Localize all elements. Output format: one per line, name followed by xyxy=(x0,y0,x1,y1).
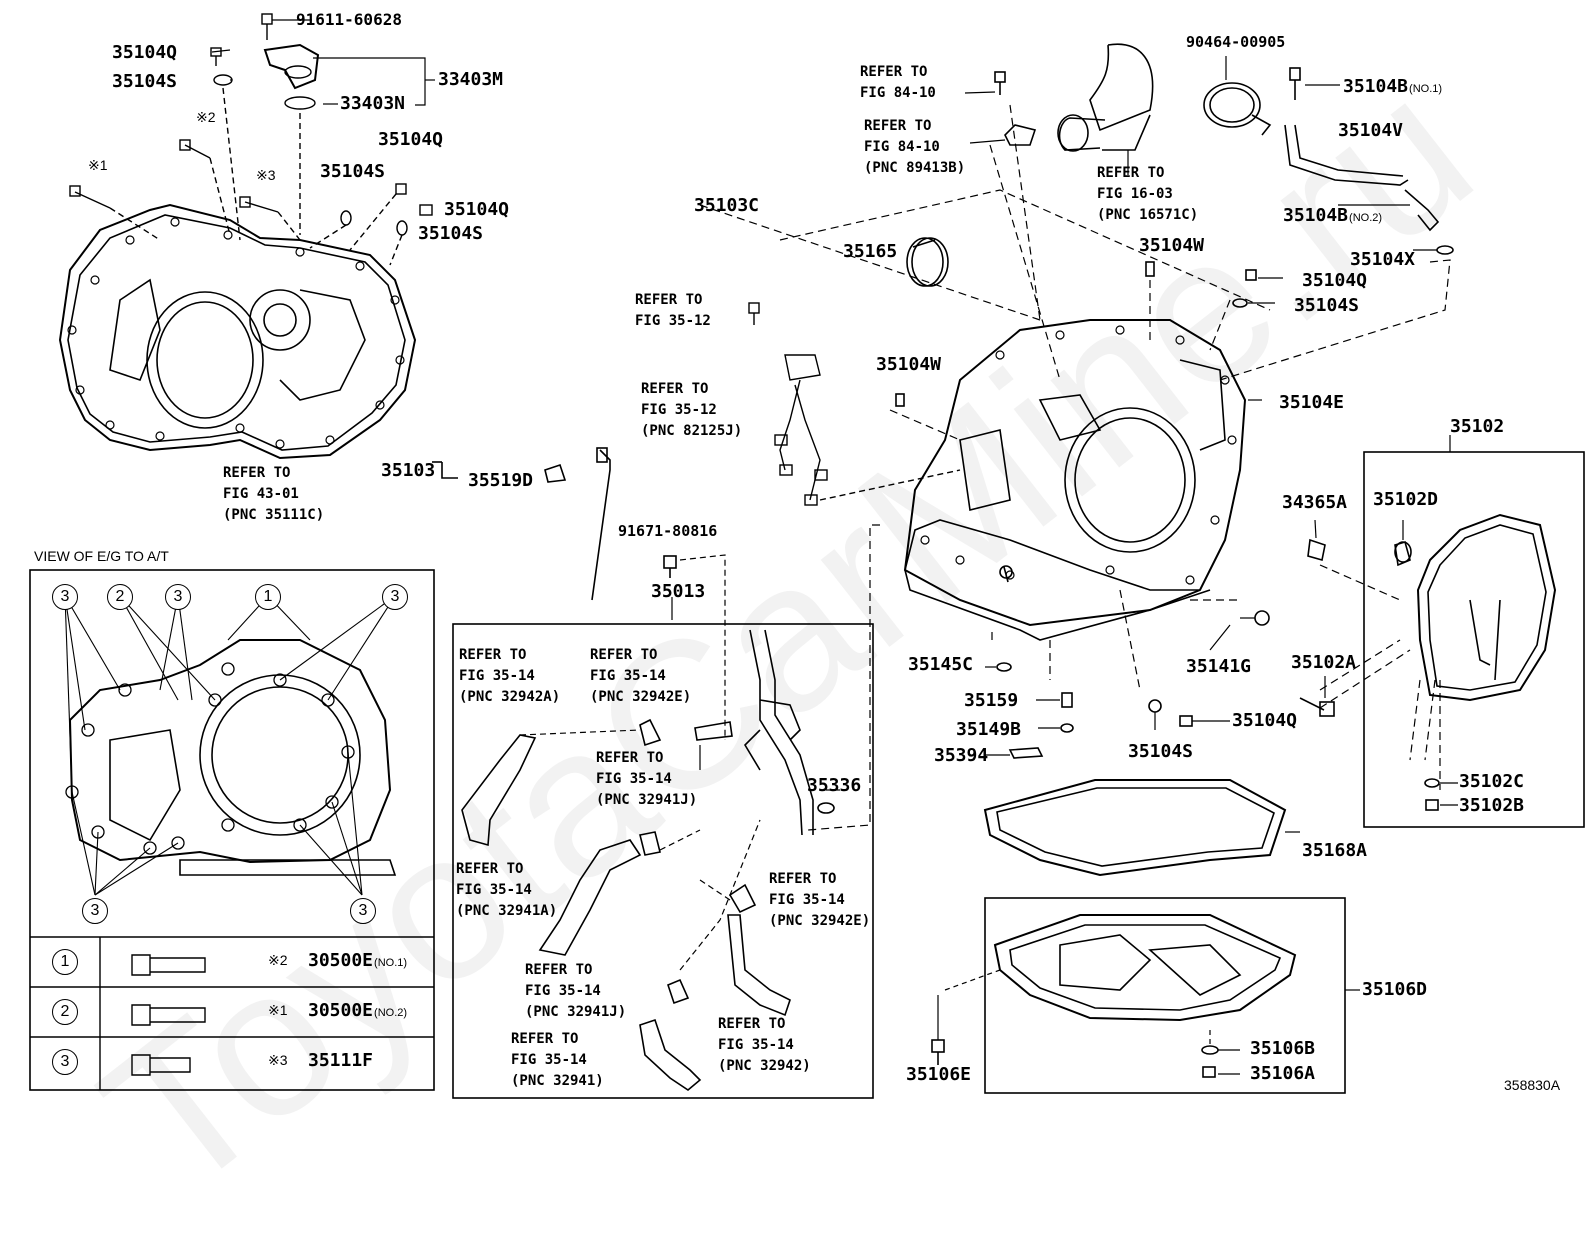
part-35149B[interactable]: 35149B xyxy=(956,719,1022,740)
legend-num: 3 xyxy=(52,1049,78,1075)
view-callout-2: 2 xyxy=(107,584,133,610)
hose-assembly xyxy=(1057,43,1454,255)
part-35102C[interactable]: 35102C xyxy=(1459,771,1525,792)
part-35159[interactable]: 35159 xyxy=(964,690,1019,711)
view-callout-leaders xyxy=(64,595,396,896)
legend-num: 2 xyxy=(52,999,78,1025)
bolts-left-top xyxy=(69,13,433,266)
note-mark-1: ※1 xyxy=(88,157,108,173)
view-callout-3-e: 3 xyxy=(350,898,376,924)
part-35102D[interactable]: 35102D xyxy=(1373,489,1439,510)
part-35102[interactable]: 35102 xyxy=(1450,416,1505,437)
part-35336[interactable]: 35336 xyxy=(807,775,862,796)
part-91671-80816[interactable]: 91671-80816 xyxy=(618,522,718,540)
parts-diagram-artwork xyxy=(29,13,1585,1099)
part-33403N[interactable]: 33403N xyxy=(340,93,406,114)
diagram-code: 358830A xyxy=(1504,1077,1561,1093)
part-35103C[interactable]: 35103C xyxy=(694,195,760,216)
view-callout-3-d: 3 xyxy=(82,898,108,924)
legend-part[interactable]: 30500E(NO.2) xyxy=(308,1000,408,1021)
oil-pan xyxy=(993,914,1360,1022)
view-callout-3-c: 3 xyxy=(382,584,408,610)
part-35104V[interactable]: 35104V xyxy=(1338,120,1404,141)
part-91611-60628[interactable]: 91611-60628 xyxy=(296,10,402,29)
part-35104B-no2[interactable]: 35104B(NO.2) xyxy=(1283,205,1383,226)
part-90464-00905[interactable]: 90464-00905 xyxy=(1186,33,1286,51)
part-35104S-e[interactable]: 35104S xyxy=(1128,741,1194,762)
wire-harness xyxy=(748,302,961,506)
part-35104Q-d[interactable]: 35104Q xyxy=(1302,270,1368,291)
part-35104X[interactable]: 35104X xyxy=(1350,249,1416,270)
part-35168A[interactable]: 35168A xyxy=(1302,840,1368,861)
part-35394[interactable]: 35394 xyxy=(934,745,989,766)
part-35103[interactable]: 35103 xyxy=(381,460,436,481)
legend-mark: ※3 xyxy=(268,1052,288,1068)
legend-mark: ※2 xyxy=(268,952,288,968)
view-callout-1: 1 xyxy=(255,584,281,610)
part-35104S-b[interactable]: 35104S xyxy=(320,161,386,182)
part-35519D[interactable]: 35519D xyxy=(468,470,534,491)
view-callout-3-b: 3 xyxy=(165,584,191,610)
legend-bolt-drawings xyxy=(131,954,206,1076)
legend-part[interactable]: 30500E(NO.1) xyxy=(308,950,408,971)
part-35013[interactable]: 35013 xyxy=(651,581,706,602)
part-35145C[interactable]: 35145C xyxy=(908,654,974,675)
part-35106D[interactable]: 35106D xyxy=(1362,979,1428,1000)
transaxle-housing-left xyxy=(58,203,417,460)
part-35102B[interactable]: 35102B xyxy=(1459,795,1525,816)
part-35106E[interactable]: 35106E xyxy=(906,1064,972,1085)
transaxle-case-center xyxy=(903,319,1247,641)
part-35165[interactable]: 35165 xyxy=(843,241,898,262)
legend-part[interactable]: 35111F xyxy=(308,1050,374,1071)
part-35104Q[interactable]: 35104Q xyxy=(112,42,178,63)
part-35104S-c[interactable]: 35104S xyxy=(418,223,484,244)
part-35104E[interactable]: 35104E xyxy=(1279,392,1345,413)
part-35104S[interactable]: 35104S xyxy=(112,71,178,92)
legend-num: 1 xyxy=(52,949,78,975)
part-35104Q-e[interactable]: 35104Q xyxy=(1232,710,1298,731)
part-33403M[interactable]: 33403M xyxy=(438,69,504,90)
view-callout-3-a: 3 xyxy=(52,584,78,610)
extension-housing xyxy=(1416,513,1557,702)
note-mark-3: ※3 xyxy=(256,167,276,183)
part-35104Q-c[interactable]: 35104Q xyxy=(444,199,510,220)
part-35104B-no1[interactable]: 35104B(NO.1) xyxy=(1343,76,1443,97)
view-title: VIEW OF E/G TO A/T xyxy=(34,548,169,564)
engine-side-view-housing xyxy=(65,639,397,876)
legend-row-3: 3 ※3 35111F xyxy=(30,1037,434,1087)
part-35104Q-b[interactable]: 35104Q xyxy=(378,129,444,150)
legend-mark: ※1 xyxy=(268,1002,288,1018)
part-35106B[interactable]: 35106B xyxy=(1250,1038,1316,1059)
oil-cooler-pipes xyxy=(461,554,840,1091)
note-mark-2: ※2 xyxy=(196,109,216,125)
part-34365A[interactable]: 34365A xyxy=(1282,492,1348,513)
part-35104S-d[interactable]: 35104S xyxy=(1294,295,1360,316)
dipstick xyxy=(432,447,611,601)
part-35141G[interactable]: 35141G xyxy=(1186,656,1252,677)
oil-pan-gasket xyxy=(983,779,1300,877)
part-35102A[interactable]: 35102A xyxy=(1291,652,1357,673)
part-35106A[interactable]: 35106A xyxy=(1250,1063,1316,1084)
part-35104W-b[interactable]: 35104W xyxy=(876,354,942,375)
legend-row-2: 2 ※1 30500E(NO.2) xyxy=(30,987,434,1037)
part-35104W-a[interactable]: 35104W xyxy=(1139,235,1205,256)
legend-row-1: 1 ※2 30500E(NO.1) xyxy=(30,937,434,987)
